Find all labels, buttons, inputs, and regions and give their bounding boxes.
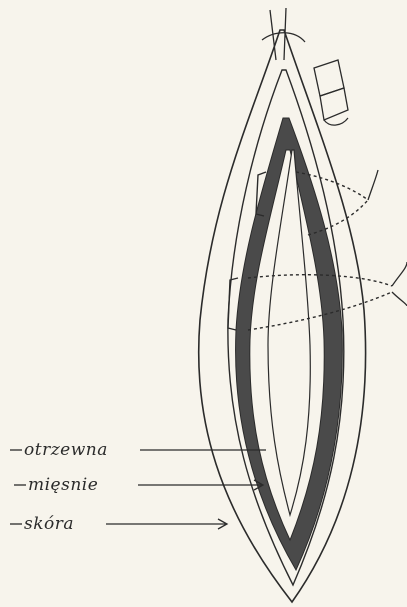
label-muscles: mięsnie <box>28 475 98 495</box>
label-peritoneum: otrzewna <box>24 440 108 460</box>
label-skin: skóra <box>24 514 74 534</box>
